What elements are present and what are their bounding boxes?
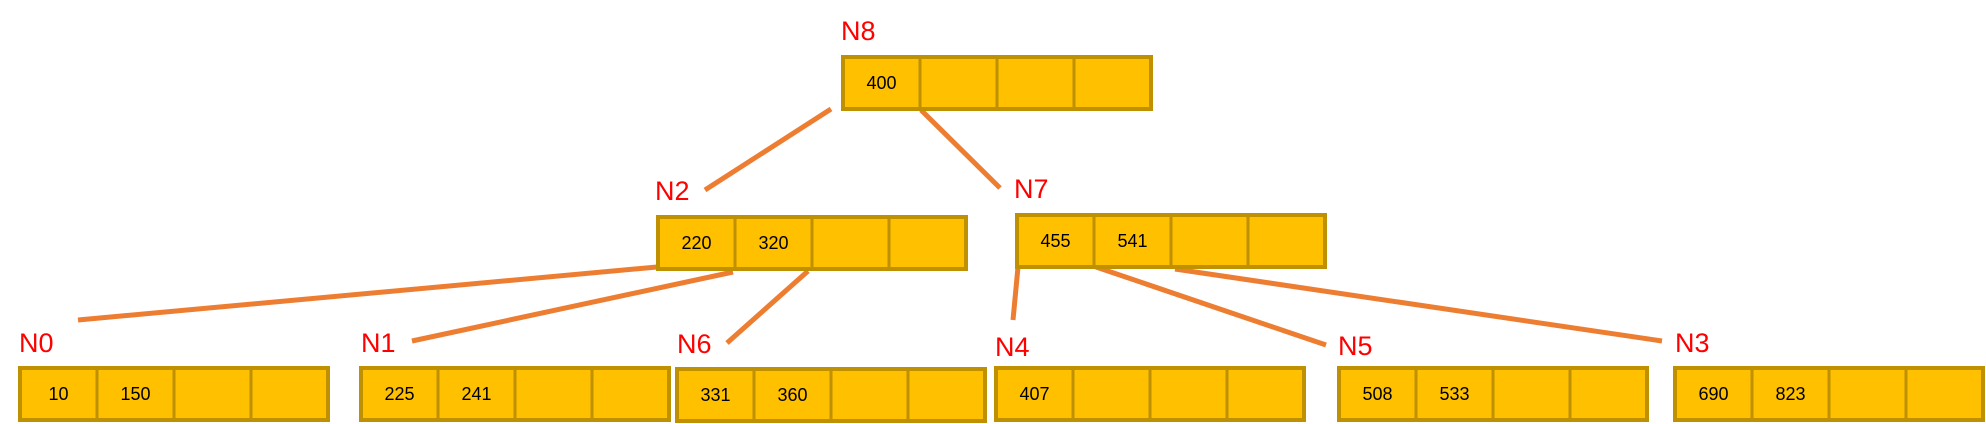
node-key-cell: 220: [681, 233, 711, 253]
node-label: N1: [361, 328, 396, 358]
node-n1: N1 225 241: [359, 328, 671, 422]
edge-n8-n2: [703, 106, 833, 193]
node-key-cell: 541: [1117, 231, 1147, 251]
node-key-cell: 533: [1439, 384, 1469, 404]
node-key-cell: 241: [461, 384, 491, 404]
node-key-cell: 360: [777, 385, 807, 405]
node-n5: N5 508 533: [1337, 331, 1649, 422]
node-key-cell: 150: [120, 384, 150, 404]
node-label: N8: [841, 16, 876, 46]
node-key-cell: 407: [1019, 384, 1049, 404]
node-n8: N8 400: [841, 16, 1153, 111]
node-key-cell: 823: [1775, 384, 1805, 404]
node-n7: N7 455 541: [1014, 174, 1327, 269]
edges-layer: [77, 106, 1663, 348]
node-n2: N2 220 320: [655, 176, 968, 271]
node-label: N7: [1014, 174, 1049, 204]
edge-n2-n0: [77, 264, 658, 323]
node-key-cell: 508: [1362, 384, 1392, 404]
node-key-cell: 225: [384, 384, 414, 404]
node-n6: N6 331 360: [675, 329, 987, 423]
edge-n7-n5: [1095, 264, 1327, 348]
edge-n7-n4: [1010, 266, 1021, 321]
node-key-cell: 10: [48, 384, 68, 404]
edge-n2-n1: [411, 269, 734, 344]
node-key-cell: 455: [1040, 231, 1070, 251]
node-key-cell: 320: [758, 233, 788, 253]
edge-n7-n3: [1174, 266, 1663, 344]
node-label: N2: [655, 176, 690, 206]
node-label: N4: [995, 332, 1030, 362]
node-key-cell: 690: [1698, 384, 1728, 404]
node-n0: N0 10 150: [18, 328, 330, 422]
node-key-cell: 400: [866, 73, 896, 93]
edge-n2-n6: [725, 269, 810, 345]
node-label: N6: [677, 329, 712, 359]
node-n3: N3 690 823: [1673, 328, 1985, 422]
node-label: N3: [1675, 328, 1710, 358]
node-n4: N4 407: [994, 332, 1306, 422]
edge-n8-n7: [919, 108, 1002, 190]
node-label: N5: [1338, 331, 1373, 361]
node-label: N0: [19, 328, 54, 358]
node-key-cell: 331: [700, 385, 730, 405]
